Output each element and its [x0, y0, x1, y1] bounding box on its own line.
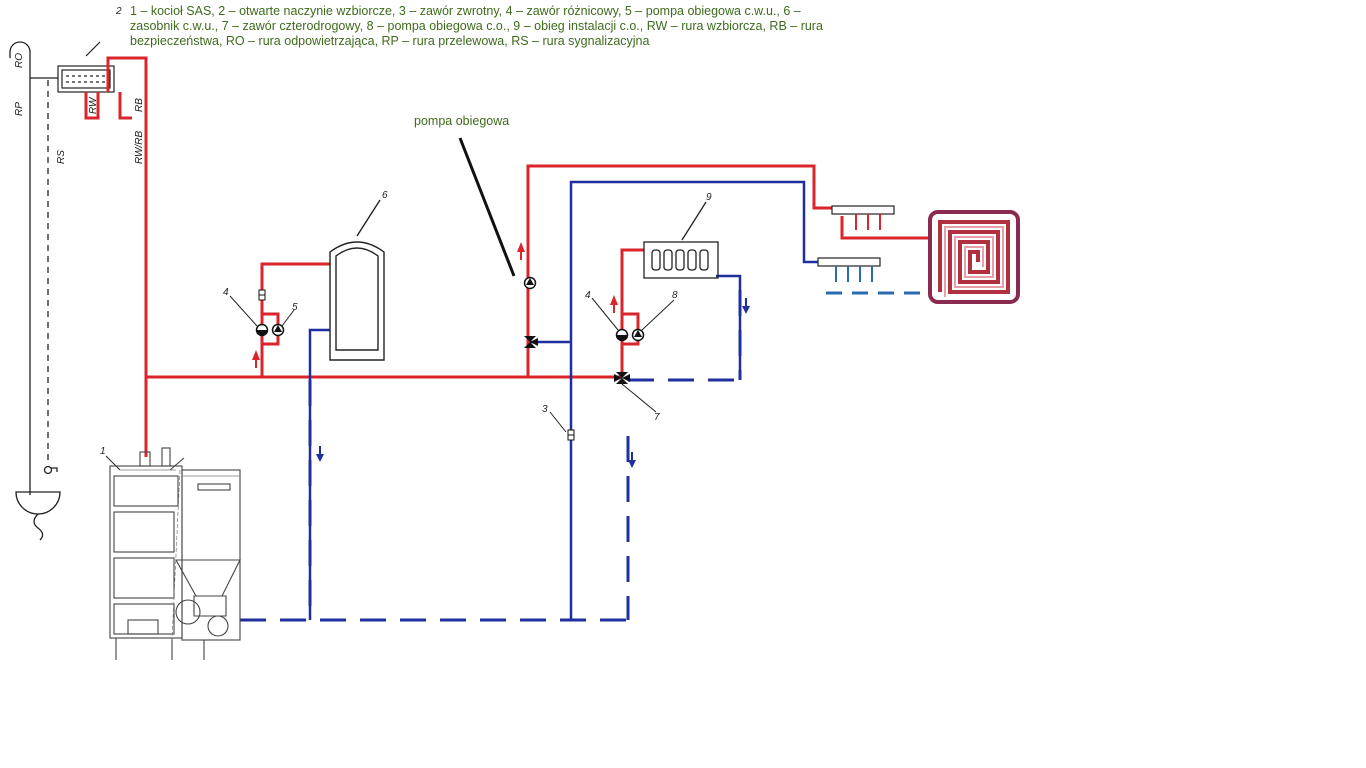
component-numbers: 1 2 3 4 4 5 6 7 8 9 [100, 6, 712, 457]
radiator [643, 201, 719, 279]
pipe-labels: RO RP RS RW RB RW/RB [14, 53, 145, 164]
dhw-tank [329, 199, 385, 361]
flow-arrows [252, 242, 750, 468]
legend-line-3: bezpieczeństwa, RO – rura odpowietrzając… [130, 34, 650, 48]
pump-co-icon [631, 328, 645, 342]
supply-manifold [831, 205, 895, 230]
return-manifold [817, 257, 881, 282]
number-3: 3 [542, 404, 548, 415]
check-valve-icon [258, 289, 266, 301]
boiler [109, 447, 241, 660]
pump-callout-label: pompa obiegowa [414, 114, 510, 128]
leader-lines [105, 295, 675, 471]
expansion-vessel [57, 41, 115, 93]
pump-cwu-icon [271, 323, 285, 337]
label-rw: RW [88, 96, 99, 114]
label-rb: RB [134, 98, 145, 112]
differential-valve-icon [255, 323, 269, 337]
number-2: 2 [115, 6, 122, 17]
number-8: 8 [672, 290, 678, 301]
number-1: 1 [100, 446, 106, 457]
number-4a: 4 [223, 287, 229, 298]
number-9: 9 [706, 192, 712, 203]
label-rwrb: RW/RB [134, 131, 145, 164]
four-way-valve-icon [614, 372, 657, 413]
floor-heating-coil [928, 210, 1020, 304]
number-6: 6 [382, 190, 388, 201]
pump-main-icon [523, 276, 537, 290]
legend-line-1c: c.w.u., 6 – [744, 4, 801, 18]
pump-callout-line [458, 137, 516, 277]
label-ro: RO [14, 53, 25, 68]
legend-line-1b: pompa obiegowa [645, 4, 741, 18]
three-way-valve-icon [524, 336, 538, 348]
vent-overflow-pipes [9, 41, 58, 495]
boiler-detail [120, 469, 240, 641]
number-7: 7 [654, 412, 660, 423]
drain-funnel [15, 491, 61, 541]
check-valve-icon [567, 429, 575, 441]
legend-line-1a: 1 – kocioł SAS, 2 – otwarte naczynie wzb… [130, 4, 643, 18]
return-pipes-dashed [240, 290, 742, 622]
label-rp: RP [14, 102, 25, 116]
label-rs: RS [56, 150, 67, 164]
number-5: 5 [292, 302, 298, 313]
return-pipes-solid [308, 180, 822, 620]
differential-valve-icon [615, 328, 629, 342]
legend: 1 – kocioł SAS, 2 – otwarte naczynie wzb… [130, 4, 890, 49]
legend-line-2: zasobnik c.w.u., 7 – zawór czterodrogowy… [130, 19, 823, 33]
number-4b: 4 [585, 290, 591, 301]
